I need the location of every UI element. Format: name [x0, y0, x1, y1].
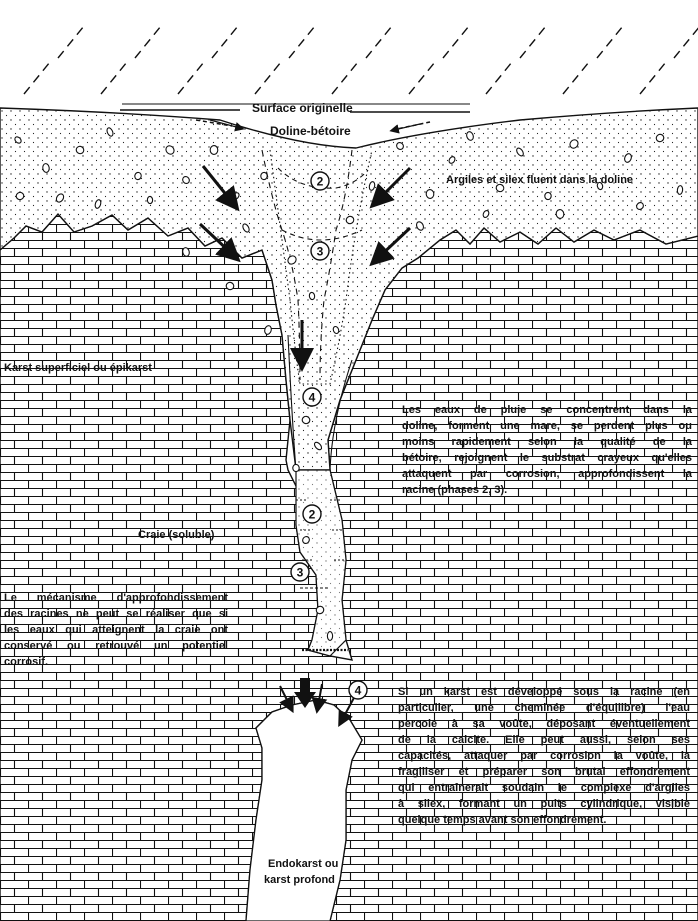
- phase-marker: 3: [291, 563, 309, 581]
- rain-streak: [640, 62, 666, 94]
- phase-marker: 4: [349, 681, 367, 699]
- silex-pebble: [545, 192, 552, 199]
- rain-streak: [24, 62, 50, 94]
- phase-number: 2: [317, 175, 324, 189]
- silex-pebble: [134, 172, 142, 180]
- mecanisme-line: des racines ne peut se réaliser que si: [4, 606, 228, 622]
- rain-streak: [332, 62, 358, 94]
- rain-streak: [674, 26, 698, 58]
- rain-streaks: [24, 26, 698, 94]
- mecanisme-line: corrosif.: [4, 654, 228, 670]
- pluie-line: attaquent par corrosion, approfondissent…: [402, 466, 692, 482]
- rain-streak: [563, 62, 589, 94]
- silex-pebble: [210, 145, 218, 154]
- rain-streak: [101, 62, 127, 94]
- phase-number: 3: [297, 566, 304, 580]
- pluie-line: bétoire, rejoignent le substrat crayeux …: [402, 450, 692, 466]
- rain-streak: [520, 26, 546, 58]
- karst-line: quelque temps avant son effondrement.: [398, 812, 690, 828]
- epikarst-label: Karst superficiel ou épikarst: [4, 362, 152, 374]
- karst-line: à silex, formant un puits cylindrique, v…: [398, 796, 690, 812]
- endokarst-label: Endokarst ou: [268, 858, 338, 870]
- karst-line: particulier, une cheminée d'équilibre) l…: [398, 700, 690, 716]
- karst-paragraph: Si un karst est développé sous la racine…: [398, 684, 690, 828]
- doline-betoire-label: Doline-bétoire: [270, 124, 351, 138]
- phase-number: 2: [309, 508, 316, 522]
- rain-streak: [255, 62, 281, 94]
- rain-streak: [212, 26, 238, 58]
- karst-line: Si un karst est développé sous la racine…: [398, 684, 690, 700]
- mecanisme-line: les eaux qui atteignent la craie ont: [4, 622, 228, 638]
- phase-number: 4: [309, 391, 316, 405]
- mecanisme-line: Le mécanisme d'approfondissement: [4, 590, 228, 606]
- rain-streak: [409, 62, 435, 94]
- karst-line: de la calcite. Elle peut aussi, selon se…: [398, 732, 690, 748]
- silex-pebble: [260, 172, 267, 180]
- phase-marker: 2: [311, 172, 329, 190]
- argiles-label: Argiles et silex fluent dans la doline: [446, 174, 633, 186]
- karst-line: fragiliser et préparer son brutal effond…: [398, 764, 690, 780]
- silex-pebble: [292, 464, 299, 472]
- phase-number: 3: [317, 245, 324, 259]
- karst-line: capacités, attaquer par corrosion la voû…: [398, 748, 690, 764]
- craie-label: Craie (soluble): [138, 529, 214, 541]
- silex-pebble: [327, 632, 332, 641]
- rain-streak: [366, 26, 392, 58]
- silex-pebble: [677, 185, 683, 194]
- pluie-line: doline, forment une mare, se perdent plu…: [402, 418, 692, 434]
- karst-line: qui entraînerait soudain le complexe d'a…: [398, 780, 690, 796]
- pluie-paragraph: Les eaux de pluie se concentrent dans la…: [402, 402, 692, 498]
- pluie-line: Les eaux de pluie se concentrent dans la: [402, 402, 692, 418]
- rain-streak: [58, 26, 84, 58]
- phase-number: 4: [355, 684, 362, 698]
- silex-pebble: [147, 196, 153, 203]
- rain-streak: [443, 26, 469, 58]
- rain-streak: [289, 26, 315, 58]
- rain-streak: [135, 26, 161, 58]
- silex-pebble: [309, 292, 315, 300]
- karst-line: percole à sa voûte, déposant éventuellem…: [398, 716, 690, 732]
- rain-streak: [178, 62, 204, 94]
- pluie-line: moins rapidement selon la qualité de la: [402, 434, 692, 450]
- mecanisme-line: conservé ou retrouvé un potentiel: [4, 638, 228, 654]
- phase-marker: 4: [303, 388, 321, 406]
- mecanisme-paragraph: Le mécanisme d'approfondissement des rac…: [4, 590, 228, 670]
- phase-marker: 3: [311, 242, 329, 260]
- karst-profond-label: karst profond: [264, 874, 335, 886]
- rain-streak: [597, 26, 623, 58]
- surface-originelle-label: Surface originelle: [252, 101, 353, 115]
- pluie-line: racine (phases 2, 3).: [402, 482, 692, 498]
- silex-pebble: [426, 189, 434, 198]
- rain-streak: [486, 62, 512, 94]
- phase-marker: 2: [303, 505, 321, 523]
